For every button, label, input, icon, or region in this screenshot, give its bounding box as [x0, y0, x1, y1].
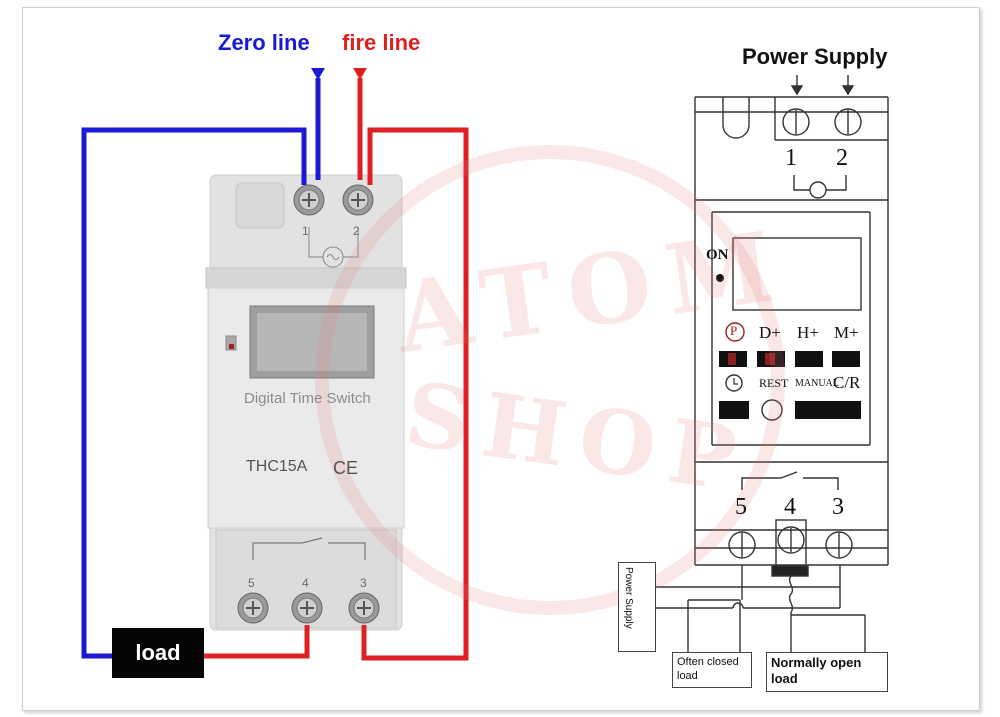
fire-line-arrow: [353, 68, 367, 80]
button-label-h-plus: H+: [797, 323, 819, 342]
schematic-buttons: [716, 274, 861, 421]
schematic-terminal-4: 4: [784, 494, 796, 520]
button-label-cr: C/R: [833, 373, 861, 392]
button-label-m-plus: M+: [834, 323, 859, 342]
load-box: load: [112, 628, 204, 678]
schematic-drawing: [655, 75, 889, 652]
zero-line-label: Zero line: [218, 30, 310, 55]
device-terminal-5: 5: [248, 576, 255, 590]
device-terminal-2: 2: [353, 224, 360, 238]
button-label-d-plus: D+: [759, 323, 781, 342]
schematic-terminal-1: 1: [785, 145, 797, 171]
button-label-p: P: [730, 323, 738, 338]
device-ce-mark: CE: [333, 458, 359, 478]
button-label-rest: REST: [759, 376, 789, 390]
often-closed-load-box: Often closed load: [672, 652, 752, 688]
device-model: THC15A: [246, 458, 308, 475]
schematic-terminal-3: 3: [832, 494, 844, 520]
schematic-terminal-5: 5: [735, 494, 747, 520]
time-switch-device: [205, 174, 407, 631]
zero-line-wire: [81, 78, 321, 659]
power-supply-title: Power Supply: [742, 44, 888, 69]
fire-line-label: fire line: [342, 30, 421, 55]
normally-open-load-label: Normally open load: [771, 655, 862, 686]
device-title: Digital Time Switch: [244, 390, 371, 407]
normally-open-load-box: Normally open load: [766, 652, 888, 692]
device-terminal-3: 3: [360, 576, 367, 590]
schematic-terminal-2: 2: [836, 145, 848, 171]
device-terminal-4: 4: [302, 576, 309, 590]
on-label: ON: [706, 247, 729, 263]
power-supply-vertical-box: Power Supply: [618, 562, 656, 652]
zero-line-arrow: [311, 68, 325, 80]
fire-line-wire: [204, 78, 469, 661]
device-terminal-1: 1: [302, 224, 309, 238]
often-closed-load-label: Often closed load: [677, 656, 739, 682]
power-supply-vertical-label: Power Supply: [623, 567, 634, 629]
button-label-manual: MANUAL: [795, 378, 839, 389]
